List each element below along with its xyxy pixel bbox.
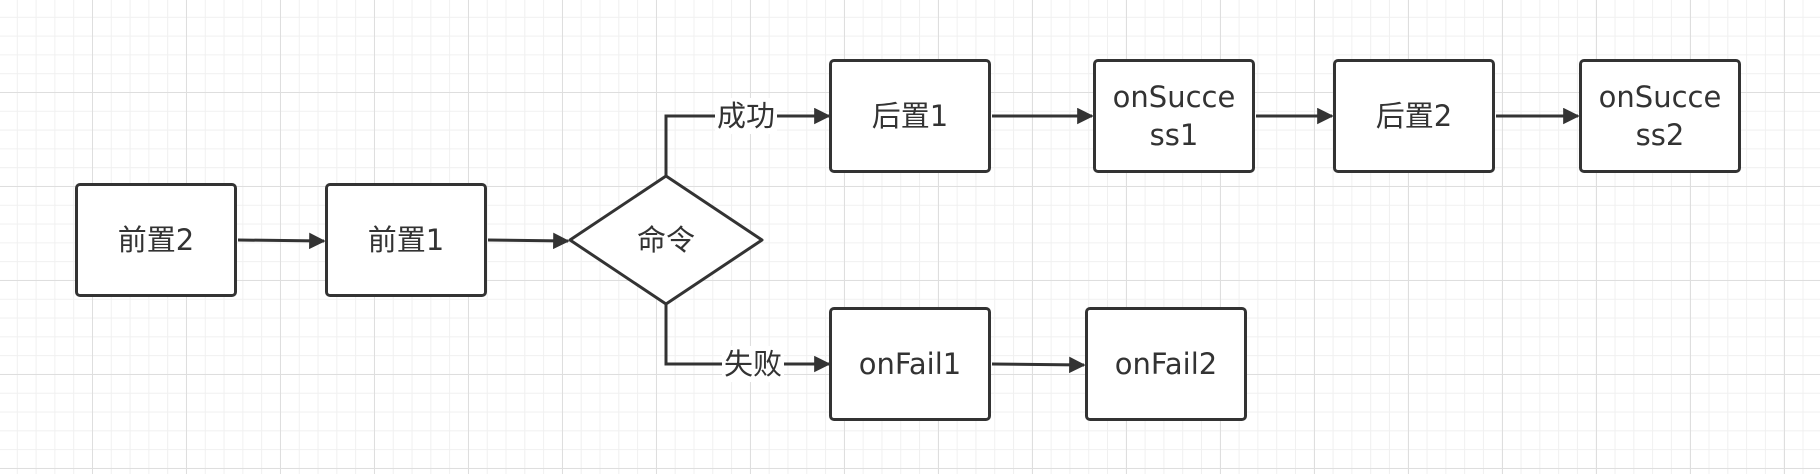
node-post1: 后置1 (829, 59, 991, 173)
node-post2: 后置2 (1333, 59, 1495, 173)
node-onfail1: onFail1 (829, 307, 991, 421)
node-pre1: 前置1 (325, 183, 487, 297)
node-pre2-label: 前置2 (117, 223, 195, 257)
node-onsuccess1-label-line2: ss1 (1149, 118, 1199, 152)
node-onsuccess1-label-line1: onSucce (1112, 80, 1236, 114)
node-onsuccess2-label-line2: ss2 (1635, 118, 1685, 152)
node-post1-label: 后置1 (871, 99, 949, 133)
edge-onfail1-onfail2 (991, 356, 1086, 374)
decision-diamond (568, 174, 764, 306)
edge-label-success: 成功 (715, 98, 778, 134)
edge-pre2-pre1 (237, 232, 326, 250)
node-onsuccess2: onSucce ss2 (1579, 59, 1741, 173)
node-pre2: 前置2 (75, 183, 237, 297)
node-cmd-label: 命令 (636, 223, 695, 257)
node-onfail2-label: onFail2 (1114, 347, 1218, 381)
node-onsuccess2-label-line1: onSucce (1598, 80, 1722, 114)
node-onfail1-label: onFail1 (858, 347, 962, 381)
node-post2-label: 后置2 (1375, 99, 1453, 133)
edge-pre1-cmd (487, 232, 570, 250)
node-onfail2: onFail2 (1085, 307, 1247, 421)
edge-label-fail: 失败 (722, 346, 785, 382)
node-onsuccess1: onSucce ss1 (1093, 59, 1255, 173)
node-pre1-label: 前置1 (367, 223, 445, 257)
